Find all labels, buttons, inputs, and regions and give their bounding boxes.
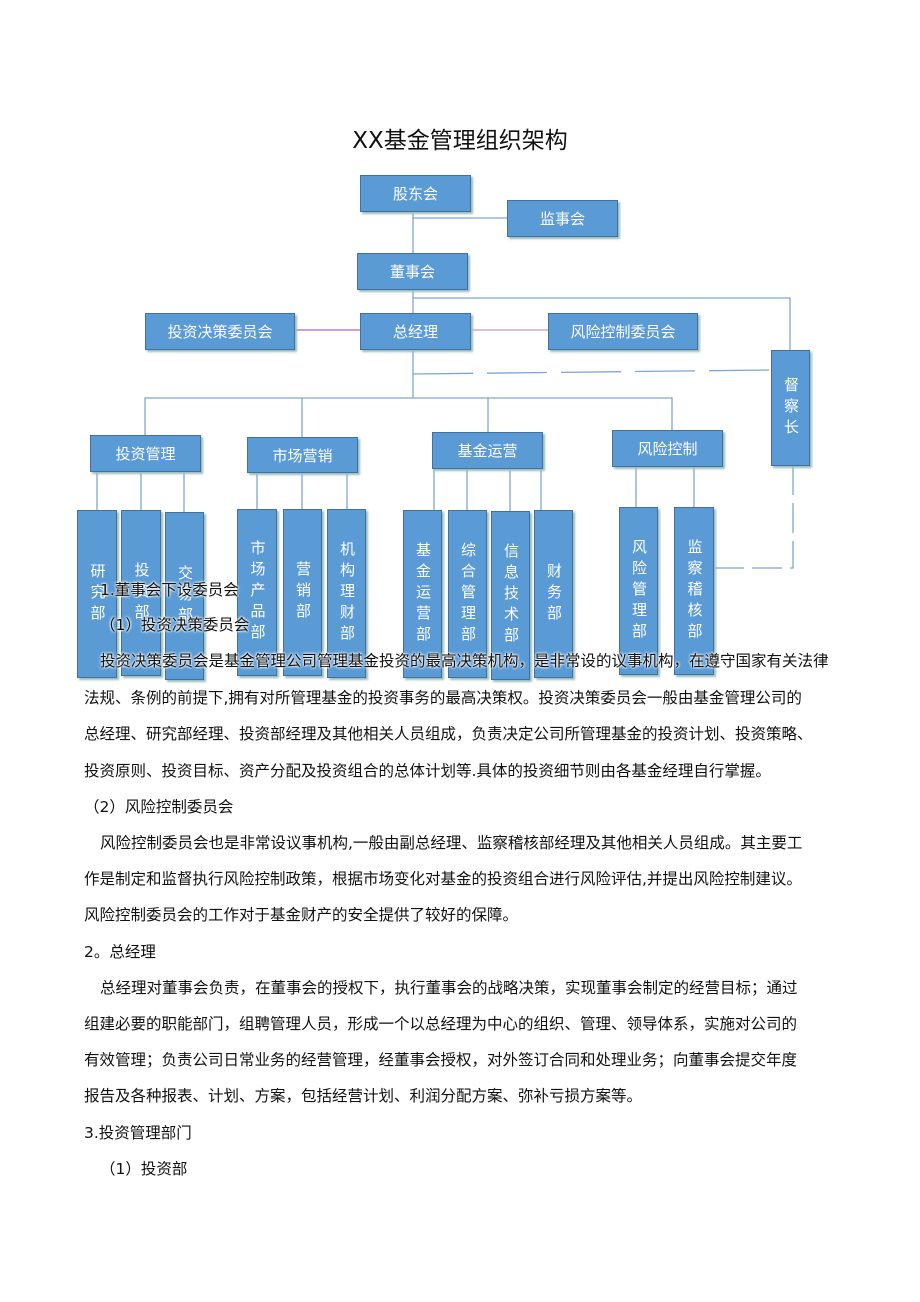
node-label: 信息技术部 <box>502 543 520 648</box>
node-label: 营销部 <box>294 561 312 624</box>
paragraph-line: 组建必要的职能部门，组聘管理人员，形成一个以总经理为中心的组织、管理、领导体系，… <box>84 1015 798 1033</box>
paragraph-line: 风险控制委员会也是非常设议事机构,一般由副总经理、监察稽核部经理及其他相关人员组… <box>100 834 803 852</box>
org-node-invest-committee: 投资决策委员会 <box>145 313 295 350</box>
node-label: 基金运营部 <box>414 541 432 647</box>
org-node-dept: 风险控制 <box>612 430 723 467</box>
org-node-board: 董事会 <box>357 253 468 290</box>
org-node-risk-committee: 风险控制委员会 <box>548 313 698 350</box>
paragraph-line: 总经理对董事会负责，在董事会的授权下，执行董事会的战略决策，实现董事会制定的经营… <box>100 979 798 997</box>
org-node-dept: 基金运营 <box>432 432 543 469</box>
node-label: 财务部 <box>545 562 563 626</box>
subheading: （1）投资部 <box>100 1160 188 1178</box>
node-label: 督察长 <box>782 376 800 440</box>
org-node-shareholders: 股东会 <box>360 175 471 212</box>
paragraph-line: 报告及各种报表、计划、方案，包括经营计划、利润分配方案、弥补亏损方案等。 <box>84 1087 643 1105</box>
paragraph-line: 风险控制委员会的工作对于基金财产的安全提供了较好的保障。 <box>84 906 519 924</box>
node-label: 交易部 <box>176 564 194 628</box>
paragraph-line: 作是制定和监督执行风险控制政策，根据市场变化对基金的投资组合进行风险评估,并提出… <box>84 870 802 888</box>
org-node-unit: 交易部 <box>165 512 204 680</box>
paragraph-line: 有效管理；负责公司日常业务的经营管理，经董事会授权，对外签订合同和处理业务；向董… <box>84 1051 798 1069</box>
org-node-unit: 财务部 <box>534 510 573 678</box>
node-label: 机构理财部 <box>338 541 356 646</box>
org-node-unit: 综合管理部 <box>448 510 487 678</box>
page-title: XX基金管理组织架构 <box>352 128 568 154</box>
node-label: 风险管理部 <box>630 538 648 644</box>
org-node-dept: 市场营销 <box>247 437 358 473</box>
subheading: （1）投资决策委员会 <box>100 616 250 634</box>
paragraph-line: 总经理、研究部经理、投资部经理及其他相关人员组成，负责决定公司所管理基金的投资计… <box>84 725 813 743</box>
node-label: 监察稽核部 <box>685 538 704 644</box>
org-node-unit: 营销部 <box>283 509 322 676</box>
subheading: （2）风险控制委员会 <box>84 798 234 816</box>
heading: 1.董事会下设委员会 <box>100 581 239 599</box>
org-node-unit: 基金运营部 <box>403 510 442 678</box>
org-node-unit: 信息技术部 <box>491 511 530 680</box>
node-label: 市场产品部 <box>248 540 267 645</box>
heading: 2。总经理 <box>84 943 156 961</box>
org-node-inspector: 督察长 <box>771 350 810 466</box>
org-node-unit: 投资部 <box>121 510 161 676</box>
org-node-unit: 监察稽核部 <box>674 507 714 675</box>
node-label: 综合管理部 <box>459 541 477 647</box>
connector-lines <box>96 211 794 569</box>
org-node-dept: 投资管理 <box>90 435 201 472</box>
paragraph-line: 法规、条例的前提下,拥有对所管理基金的投资事务的最高决策权。投资决策委员会一般由… <box>84 689 802 707</box>
org-node-unit: 市场产品部 <box>237 509 277 676</box>
org-node-unit: 风险管理部 <box>619 507 658 675</box>
heading: 3.投资管理部门 <box>84 1124 192 1142</box>
node-label: 投资部 <box>132 561 151 625</box>
org-node-unit: 研究部 <box>77 510 117 678</box>
org-node-general-manager: 总经理 <box>360 313 471 350</box>
paragraph-line: 投资原则、投资目标、资产分配及投资组合的总体计划等.具体的投资细节则由各基金经理… <box>84 762 771 780</box>
org-node-unit: 机构理财部 <box>327 509 366 678</box>
paragraph-line: 投资决策委员会是基金管理公司管理基金投资的最高决策机构，是非常设的议事机构，在遵… <box>100 652 829 670</box>
org-node-supervisors: 监事会 <box>507 200 618 237</box>
node-label: 研究部 <box>88 562 107 626</box>
